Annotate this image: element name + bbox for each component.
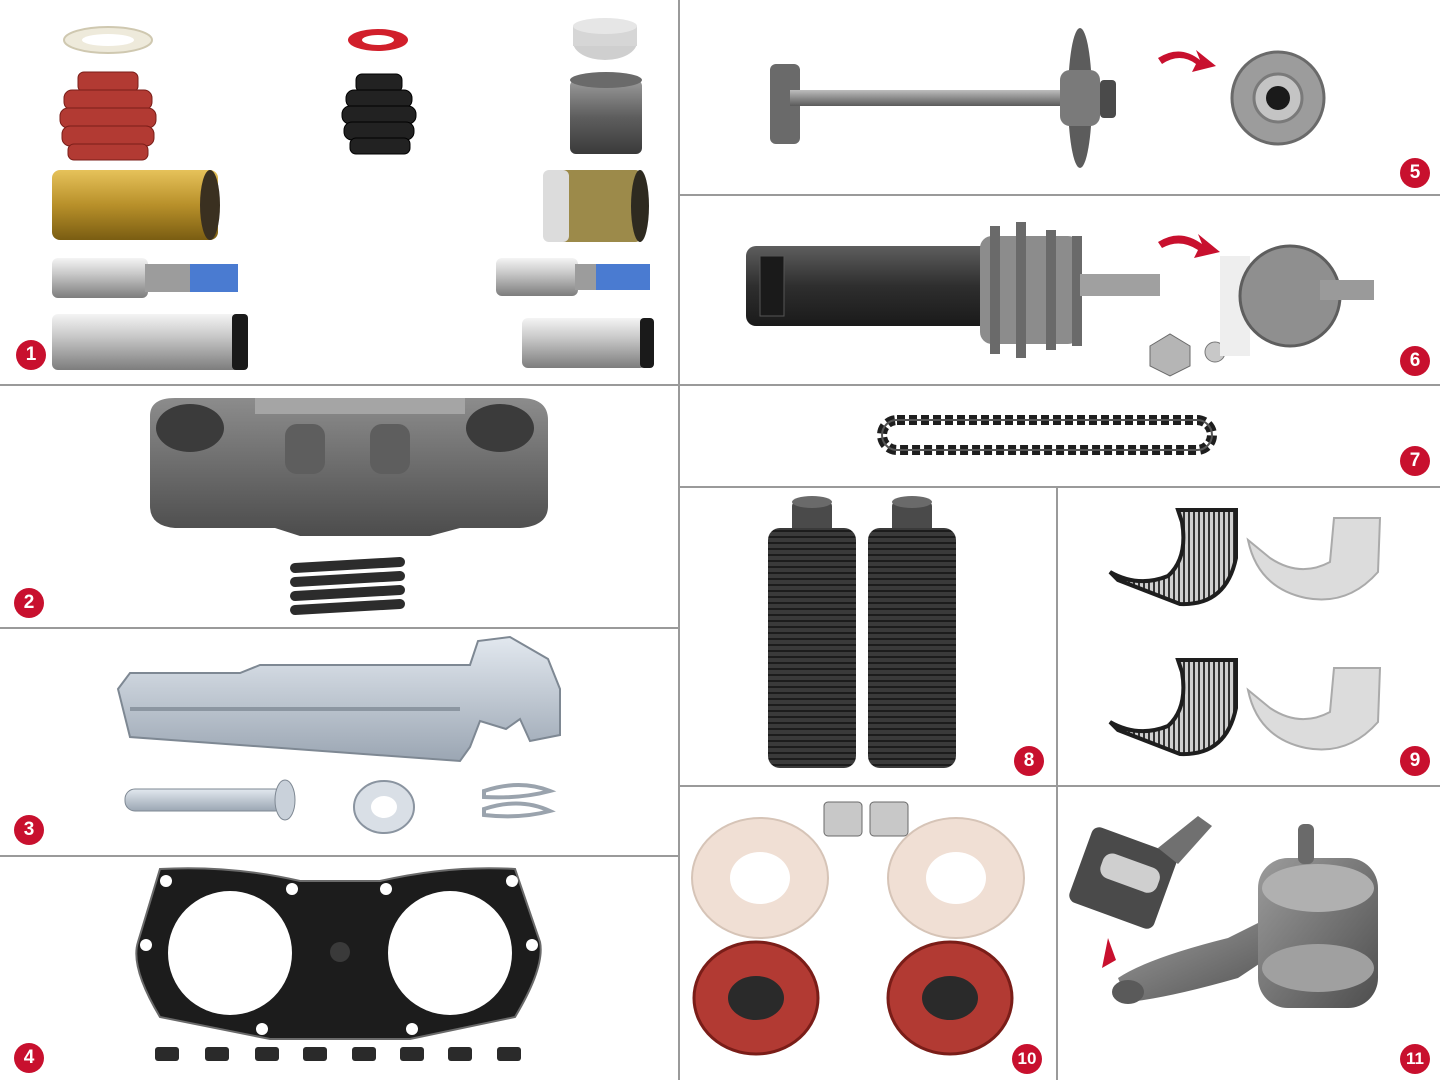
panel-5-illustration: [770, 28, 1326, 168]
panel-1-illustration: [52, 18, 654, 370]
panel-number-badge: 8: [1014, 746, 1044, 776]
panel-2-illustration: [150, 398, 548, 615]
panel-7: 7: [680, 386, 1440, 486]
panel-11-illustration: [1069, 816, 1378, 1008]
divider-right-3: [680, 486, 1440, 488]
panel-number-badge: 2: [14, 588, 44, 618]
panel-number-badge: 5: [1400, 158, 1430, 188]
panel-7-illustration: [877, 415, 1217, 455]
divider-vertical-right-b: [1056, 786, 1058, 1080]
divider-left-2: [0, 627, 678, 629]
panel-6: 6: [680, 196, 1440, 384]
panel-6-illustration: [746, 222, 1374, 377]
panel-number-badge: 11: [1400, 1044, 1430, 1074]
divider-right-4: [680, 785, 1440, 787]
panel-number-badge: 10: [1012, 1044, 1042, 1074]
panel-4-illustration: [135, 867, 542, 1061]
panel-3: 3: [0, 629, 678, 855]
panel-8-illustration: [768, 496, 956, 768]
divider-vertical-main: [678, 0, 680, 1080]
divider-left-1: [0, 384, 678, 386]
panel-number-badge: 6: [1400, 346, 1430, 376]
panel-3-illustration: [116, 635, 561, 834]
panel-number-badge: 4: [14, 1043, 44, 1073]
panel-number-badge: 9: [1400, 746, 1430, 776]
divider-left-3: [0, 855, 678, 857]
panel-number-badge: 1: [16, 340, 46, 370]
panel-number-badge: 3: [14, 815, 44, 845]
panel-1: 1: [0, 0, 678, 384]
panel-9: 9: [1058, 488, 1440, 785]
panel-number-badge: 7: [1400, 446, 1430, 476]
panel-8: 8: [680, 488, 1056, 785]
divider-vertical-right-a: [1056, 486, 1058, 786]
panel-11: 11: [1058, 788, 1440, 1080]
panel-10-illustration: [691, 801, 1025, 1056]
panel-10: 10: [680, 788, 1056, 1080]
panel-5: 5: [680, 0, 1440, 194]
panel-4: 4: [0, 857, 678, 1080]
panel-2: 2: [0, 386, 678, 627]
panel-9-illustration: [1108, 508, 1382, 757]
divider-right-1: [680, 194, 1440, 196]
divider-right-2: [680, 384, 1440, 386]
